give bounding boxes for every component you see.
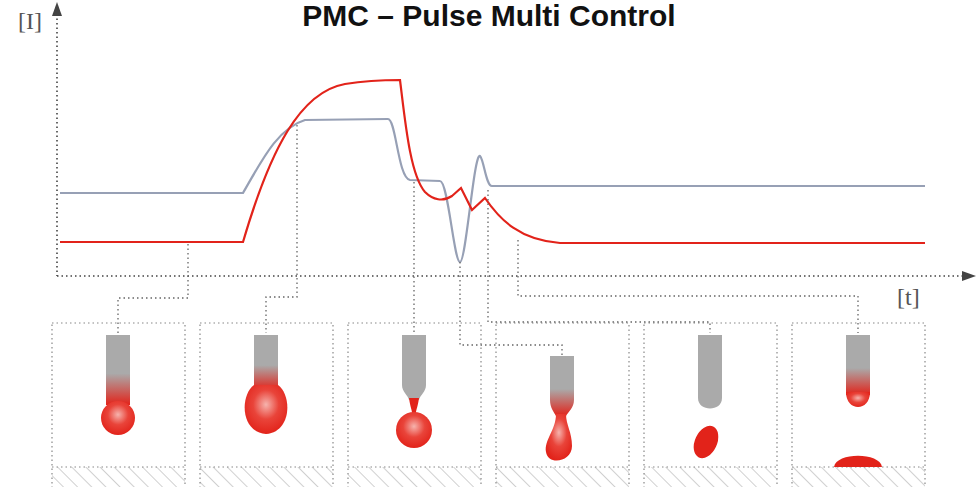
diagram-title: PMC – Pulse Multi Control (0, 0, 978, 32)
droplet-stage (834, 335, 882, 467)
axis-arrow (962, 271, 976, 281)
axes (57, 14, 964, 276)
droplet-stage (101, 335, 135, 435)
droplet-stage (546, 356, 574, 461)
droplet-stage (396, 335, 432, 448)
droplet-frames (52, 323, 925, 487)
red-current-curve (60, 80, 925, 243)
droplet-stage (245, 335, 288, 434)
grey-current-curve (60, 119, 925, 262)
droplet-stage (689, 335, 723, 462)
axis-label: [I] (18, 8, 42, 35)
axis-arrow (52, 2, 62, 16)
axis-label: [t] (897, 284, 920, 311)
leader-lines (118, 125, 858, 356)
